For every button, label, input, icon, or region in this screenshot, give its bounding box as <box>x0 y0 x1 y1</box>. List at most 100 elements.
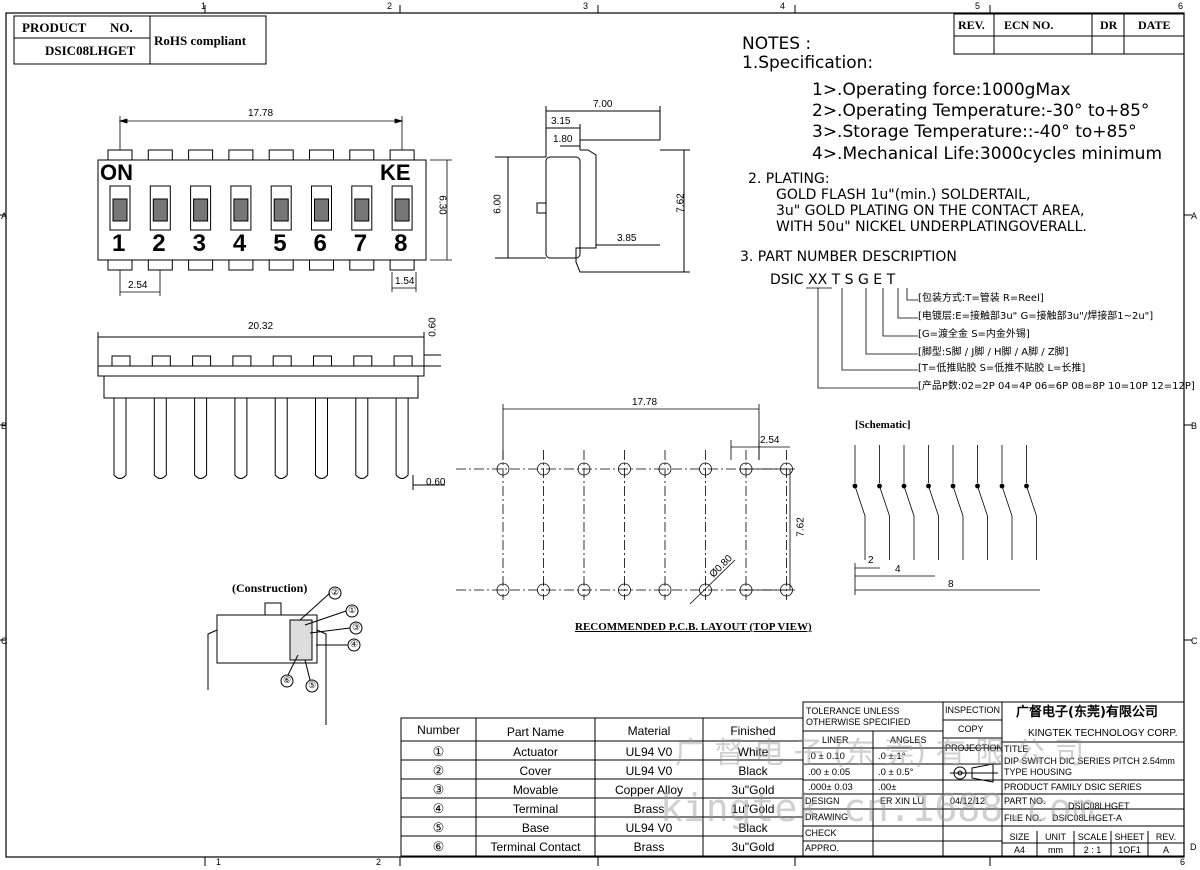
rev-header: REV. <box>958 18 985 32</box>
pcb-hole <box>739 583 753 597</box>
dim-side-600: 6.00 <box>492 194 504 214</box>
switch-slot <box>230 185 252 231</box>
revision-box-lines <box>953 13 1185 55</box>
bom-number-3: ③ <box>432 782 445 797</box>
product-number: DSIC08LHGET <box>45 43 136 58</box>
zone-col-6-bottom: 6 <box>1180 857 1186 867</box>
pn-item-5: [T=低推贴胶 S=低推不贴胶 L=长推] <box>918 363 1086 374</box>
callout-1: ① <box>348 605 357 615</box>
size-header-2: SCALE <box>1077 832 1108 842</box>
bom-part-1: Actuator <box>513 745 558 759</box>
dr-header: DR <box>1100 18 1118 32</box>
no-label: NO. <box>110 20 133 35</box>
lin-row-1: .0 ± 0.10 <box>808 751 845 762</box>
lin-row-2: .00 ± 0.05 <box>808 767 851 778</box>
dim-top-width: 17.78 <box>248 108 274 119</box>
bottom-tooth <box>268 259 294 271</box>
top-tooth <box>349 149 375 161</box>
zone-row-b-right: B <box>1191 421 1198 431</box>
title-label: TITLE <box>1004 744 1029 754</box>
switch-number-4: 4 <box>232 230 247 257</box>
notes-title: NOTES : <box>742 34 812 54</box>
ang-row-2: .0 ± 0.5° <box>878 767 914 778</box>
zone-col-5: 5 <box>975 1 981 11</box>
zone-col-1-bottom: 1 <box>216 857 222 867</box>
bom-header-finished: Finished <box>730 724 776 738</box>
front-pin <box>234 398 248 479</box>
dim-side-385: 3.85 <box>617 233 637 244</box>
company-name-en: KINGTEK TECHNOLOGY CORP. <box>1028 728 1178 739</box>
switch-actuator <box>193 198 209 222</box>
pcb-hole <box>739 462 753 476</box>
front-pin <box>355 398 369 479</box>
pn-code: DSIC XX T S G E T <box>770 272 896 288</box>
switch-number-8: 8 <box>394 230 408 257</box>
bom-number-1: ① <box>432 744 445 759</box>
dim-front-width: 20.32 <box>248 321 274 332</box>
pcb-hole <box>537 462 550 476</box>
bottom-tooth <box>188 259 214 271</box>
bottom-tooth <box>147 259 173 271</box>
dim-top-height: 6.30 <box>436 195 448 215</box>
tolerance-title: TOLERANCE UNLESS OTHERWISE SPECIFIED <box>806 706 911 727</box>
bom-material-1: UL94 V0 <box>625 745 673 759</box>
bom-finish-3: 3u"Gold <box>731 783 775 797</box>
spec-item-1: 1>.Operating force:1000gMax <box>812 80 1071 100</box>
lin-row-3: .000± 0.03 <box>808 782 853 793</box>
side-view-body <box>495 106 690 273</box>
plating-line-3: WITH 50u" NICKEL UNDERPLATINGOVERALL. <box>776 219 1087 235</box>
pcb-hole <box>496 583 510 597</box>
bottom-tooth <box>309 259 334 271</box>
schematic-blade <box>928 485 939 517</box>
bom-part-3: Movable <box>512 783 559 797</box>
front-pin <box>194 398 208 479</box>
bom-header-part: Part Name <box>506 725 565 739</box>
size-header-1: UNIT <box>1045 832 1066 842</box>
file-no-value: DSIC08LHGET-A <box>1052 813 1123 823</box>
switch-actuator <box>152 198 168 222</box>
size-value-4: A <box>1162 845 1169 855</box>
dim-front-pin: 0.60 <box>426 477 446 488</box>
bom-material-6: Brass <box>633 840 665 854</box>
title-block-lines <box>802 701 1185 857</box>
pcb-hole <box>577 583 591 597</box>
watermark-cn: 广 督 电 子 (东 莞) 有 限 公 司 <box>675 736 1085 771</box>
size-header-0: SIZE <box>1009 832 1030 842</box>
ecn-header: ECN NO. <box>1004 18 1054 32</box>
pcb-hole <box>780 462 793 476</box>
bom-material-3: Copper Alloy <box>614 783 684 797</box>
callout-6: ⑥ <box>283 675 292 685</box>
front-actuator-tab <box>313 355 332 367</box>
linear-header: LINER <box>822 735 849 745</box>
pcb-hole <box>496 462 510 476</box>
schematic-blade <box>854 485 866 517</box>
size-value-3: 1OF1 <box>1118 845 1141 855</box>
drawing-frame <box>0 5 1192 866</box>
switch-number-2: 2 <box>152 230 166 257</box>
front-actuator-tab <box>192 355 212 367</box>
bom-part-5: Base <box>521 821 550 835</box>
designer-name: ER XIN LU <box>880 796 925 806</box>
bottom-tooth <box>107 259 133 271</box>
front-actuator-tab <box>111 355 131 367</box>
callout-2: ② <box>331 587 340 597</box>
pn-title: 3. PART NUMBER DESCRIPTION <box>740 249 957 265</box>
schematic-blade <box>1001 485 1013 517</box>
spec-item-2: 2>.Operating Temperature:-30° to+85° <box>812 101 1150 121</box>
bottom-tooth <box>228 259 254 271</box>
switch-actuator <box>233 198 249 222</box>
schematic-dim-8: 8 <box>948 579 954 590</box>
front-view-body <box>97 332 445 490</box>
ke-label: KE <box>380 160 411 185</box>
bom-material-2: UL94 V0 <box>625 764 673 778</box>
title-text: DIP SWITCH DIC SERIES PITCH 2.54mm <box>1004 756 1175 766</box>
pn-item-6: [产品P数:02=2P 04=4P 06=6P 08=8P 10=10P 12=… <box>918 381 1195 392</box>
front-pin <box>153 398 167 479</box>
company-name-cn: 广督电子(东莞)有限公司 <box>1016 705 1158 720</box>
dim-top-pin: 1.54 <box>395 276 415 287</box>
zone-row-a-right: A <box>1191 211 1198 221</box>
switch-slot <box>270 185 292 231</box>
switch-number-3: 3 <box>192 230 206 257</box>
front-pin <box>274 398 288 479</box>
